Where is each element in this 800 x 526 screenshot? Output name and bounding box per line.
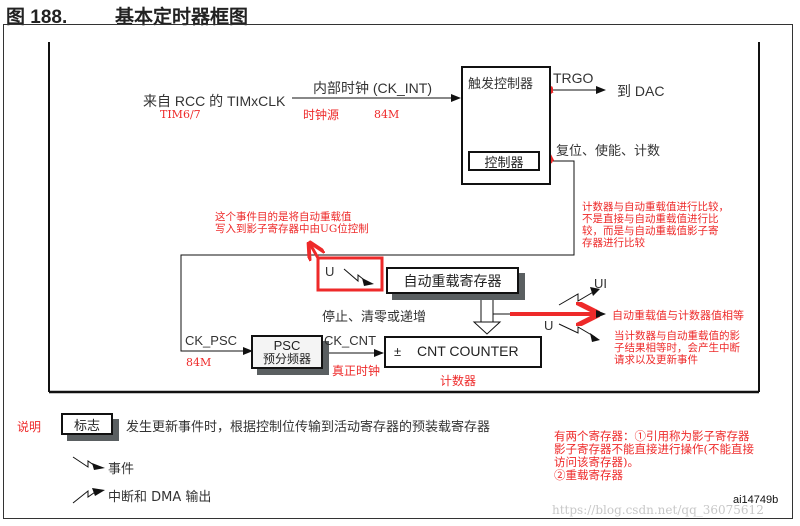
to-dac-label: 到 DAC	[617, 83, 665, 99]
interrupt-note: 当计数器与自动重载值的影 子结果相等时，会产生中断 请求以及更新事件	[614, 330, 740, 366]
ck-cnt-label: CK_CNT	[324, 333, 377, 348]
auto-reload-register-label: 自动重载寄存器	[403, 273, 502, 290]
freq-84m-top: 84M	[374, 108, 400, 121]
red-arrow-ug-note	[310, 244, 318, 258]
controller-feedback-line	[180, 160, 575, 352]
legend-event: 事件	[108, 462, 135, 477]
tim67-note: TIM6/7	[160, 108, 201, 121]
u-event-arrow	[558, 323, 596, 338]
reset-enable-count-label: 复位、使能、计数	[556, 144, 661, 159]
counter-label: CNT COUNTER	[417, 343, 519, 359]
equal-note: 自动重载值与计数器值相等	[612, 309, 744, 322]
legend-flag-desc: 发生更新事件时，根据控制位传输到活动寄存器的预装载寄存器	[126, 420, 491, 435]
u-event-label: U	[325, 264, 335, 279]
trigger-controller-label: 触发控制器	[468, 77, 534, 92]
watermark: https://blog.csdn.net/qq_36075612	[552, 503, 764, 517]
clock-source-note: 时钟源	[303, 108, 340, 122]
registers-note: 有两个寄存器：①引用称为影子寄存器 影子寄存器不能直接进行操作(不能直接 访问该…	[554, 429, 754, 482]
figure-id-code: ai14749b	[733, 494, 779, 506]
psc-label: PSC	[273, 338, 301, 353]
freq-84m-bottom: 84M	[186, 356, 212, 369]
compare-note: 计数器与自动重载值进行比较， 不是直接与自动重载值进行比 较，而是与自动重载值影…	[582, 201, 729, 249]
controller-label: 控制器	[484, 155, 524, 171]
counter-sign: ±	[394, 344, 402, 359]
psc-sublabel: 预分频器	[262, 352, 311, 366]
counter-cn-note: 计数器	[440, 374, 477, 388]
ug-note: 这个事件目的是将自动重载值 写入到影子寄存器中由UG位控制	[215, 211, 369, 235]
legend-flag-box: 标志	[61, 413, 113, 435]
u-label: U	[544, 318, 554, 333]
internal-clock-label: 内部时钟 (CK_INT)	[313, 80, 432, 96]
legend-explain: 说明	[17, 420, 42, 434]
ui-interrupt-arrow	[558, 290, 596, 306]
legend-flag-label: 标志	[73, 418, 100, 434]
input-clock-label: 来自 RCC 的 TIMxCLK	[143, 93, 286, 109]
auto-reload-register-block: 自动重载寄存器	[386, 267, 519, 294]
hollow-arrow	[472, 321, 502, 335]
trgo-label: TRGO	[553, 70, 594, 86]
legend-interrupt-dma: 中断和 DMA 输出	[108, 490, 212, 505]
counter-block: ± CNT COUNTER	[384, 336, 542, 368]
diagram-frame	[3, 24, 793, 519]
figure-title: 基本定时器框图	[115, 6, 249, 28]
figure-number: 图 188.	[6, 7, 68, 28]
interrupt-legend-arrow	[72, 489, 99, 504]
u-event-highlight	[316, 256, 384, 292]
ck-psc-label: CK_PSC	[185, 333, 238, 348]
stop-clear-increment-label: 停止、清零或递增	[322, 310, 427, 325]
psc-block: PSC 预分频器	[251, 335, 323, 369]
controller-block: 控制器	[468, 151, 540, 171]
ui-label: UI	[594, 276, 607, 291]
real-clock-note: 真正时钟	[332, 364, 381, 378]
